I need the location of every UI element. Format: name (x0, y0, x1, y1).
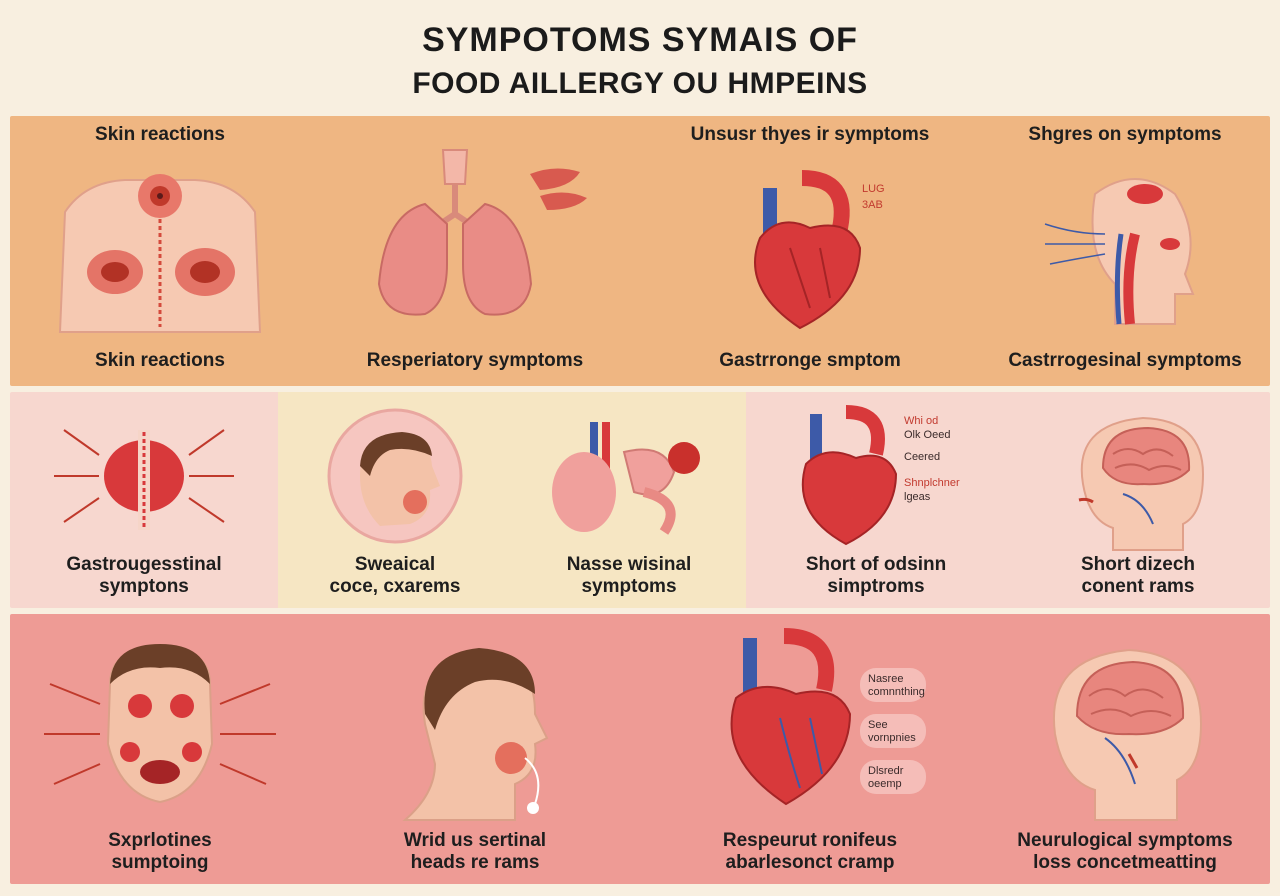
cell-heart-row3: Nasree comnnthing See vornpnies Dlsredr … (640, 614, 980, 884)
lungs-icon (377, 149, 587, 316)
brain-head-icon (1078, 416, 1205, 551)
cell-bottom-label: Sxprlotines sumptoing (108, 830, 212, 873)
cell-bottom-label: Resperiatory symptoms (366, 350, 584, 371)
cell-face-row2: Sweaical coce, cxarems (278, 392, 512, 608)
cell-bottom-label: Short of odsinn simptroms (805, 554, 947, 597)
title-line-2: FOOD AILLERGY OU HMPEINS (412, 67, 868, 100)
cell-bottom-label: Sweaical coce, cxarems (329, 554, 461, 597)
cell-brain-row2: Short dizech conent rams (1006, 392, 1270, 608)
stomach-pain-icon (54, 429, 234, 530)
cell-top-label: Shgres on symptoms (1028, 124, 1222, 145)
heart-icon: Nasree comnnthing See vornpnies Dlsredr … (730, 628, 926, 806)
heart-note: Dlsredr (868, 765, 904, 777)
cell-bottom-label: Castrrogesinal symptoms (1008, 350, 1242, 371)
row-1-band: Skin reactions Skin reactions Resperiato… (10, 116, 1270, 386)
page-title: SYMPOTOMS SYMAIS OF FOOD AILLERGY OU HMP… (0, 18, 1280, 106)
face-hives-icon (44, 644, 276, 804)
heart-note: oeemp (868, 778, 902, 790)
cell-bottom-label: Gastrronge smptom (719, 350, 901, 371)
cell-heart-row1: Unsusr thyes ir symptoms LUG 3AB Gastrro… (640, 116, 980, 386)
cell-top-label: Skin reactions (95, 124, 225, 145)
row-3-band: Sxprlotines sumptoing Wrid us sertinal h… (10, 614, 1270, 884)
heart-note: comnnthing (868, 686, 925, 698)
cell-bottom-label: Wrid us sertinal heads re rams (403, 830, 547, 873)
cell-gastro-row2: Gastrougesstinal symptons (10, 392, 278, 608)
cell-bottom-label: Respeurut ronifeus abarlesonct cramp (722, 830, 898, 873)
heart-note: Nasree (868, 673, 903, 685)
cell-face-hives: Sxprlotines sumptoing (10, 614, 310, 884)
heart-note: vornpnies (868, 732, 916, 744)
heart-icon: Whi od Olk Oeed Ceered Shnplchner lgeas (801, 405, 960, 546)
row-2-band: Gastrougesstinal symptons Sweaical coce,… (10, 392, 1270, 608)
cell-head-profile: Wrid us sertinal heads re rams (310, 614, 640, 884)
digestive-organs-icon (552, 422, 700, 535)
heart-note: LUG (862, 183, 885, 195)
cell-heart-row2: Whi od Olk Oeed Ceered Shnplchner lgeas … (746, 392, 1006, 608)
title-line-1: SYMPOTOMS SYMAIS OF (422, 21, 858, 59)
brain-head-icon (1053, 648, 1203, 821)
cell-top-label: Unsusr thyes ir symptoms (690, 124, 930, 145)
cell-bottom-label: Nasse wisinal symptoms (566, 554, 692, 597)
cell-bottom-label: Skin reactions (95, 350, 225, 371)
face-swelling-icon (327, 408, 463, 544)
cell-bottom-label: Short dizech conent rams (1080, 554, 1195, 597)
cell-bottom-label: Gastrougesstinal symptons (66, 554, 222, 597)
heart-note: Olk Oeed (904, 429, 950, 441)
heart-note: Whi od (904, 415, 938, 427)
cell-digestive-row2: Nasse wisinal symptoms (512, 392, 746, 608)
cell-respiratory: Resperiatory symptoms (310, 116, 640, 386)
head-profile-icon (402, 648, 549, 821)
heart-note: lgeas (904, 491, 931, 503)
heart-icon: LUG 3AB (754, 170, 885, 330)
torso-rash-icon (58, 174, 262, 333)
heart-note: 3AB (862, 199, 883, 211)
head-throat-icon (1044, 178, 1195, 325)
cell-brain-row3: Neurulogical symptoms loss concetmeattin… (980, 614, 1270, 884)
heart-note: Shnplchner (904, 477, 960, 489)
cell-bottom-label: Neurulogical symptoms loss concetmeattin… (1017, 830, 1233, 873)
heart-note: See (868, 719, 888, 731)
cell-skin-reactions: Skin reactions Skin reactions (10, 116, 310, 386)
heart-note: Ceered (904, 451, 940, 463)
cell-head-row1: Shgres on symptoms Castrrogesinal sympto… (980, 116, 1270, 386)
